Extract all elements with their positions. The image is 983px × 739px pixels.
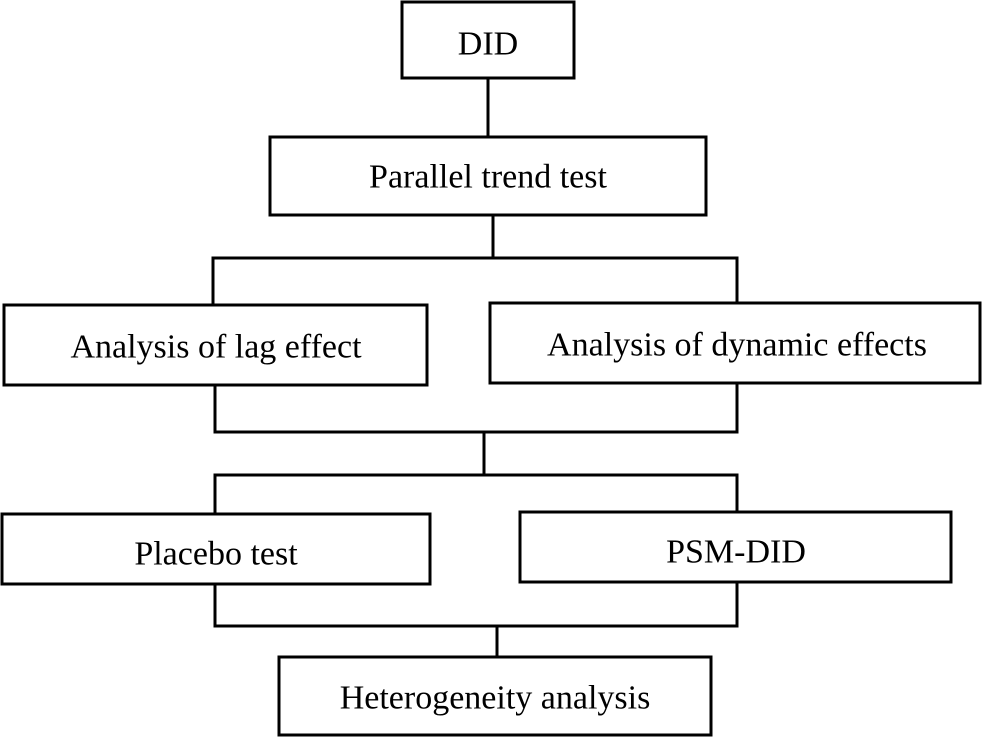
node-did-label: DID (458, 26, 518, 63)
node-parallel-trend-test-label: Parallel trend test (369, 159, 607, 196)
node-heterogeneity-analysis: Heterogeneity analysis (277, 655, 713, 737)
node-heterogeneity-analysis-label: Heterogeneity analysis (340, 680, 651, 717)
node-dynamic-effects-label: Analysis of dynamic effects (547, 327, 927, 364)
node-placebo-test: Placebo test (0, 512, 432, 586)
node-psm-did-label: PSM-DID (666, 534, 806, 571)
node-parallel-trend-test: Parallel trend test (268, 135, 708, 217)
connectors (211, 76, 739, 659)
node-dynamic-effects: Analysis of dynamic effects (488, 301, 982, 385)
node-placebo-test-label: Placebo test (134, 536, 298, 573)
node-did: DID (400, 0, 576, 80)
node-lag-effect: Analysis of lag effect (2, 303, 429, 387)
node-psm-did: PSM-DID (518, 510, 953, 584)
node-lag-effect-label: Analysis of lag effect (70, 329, 362, 366)
